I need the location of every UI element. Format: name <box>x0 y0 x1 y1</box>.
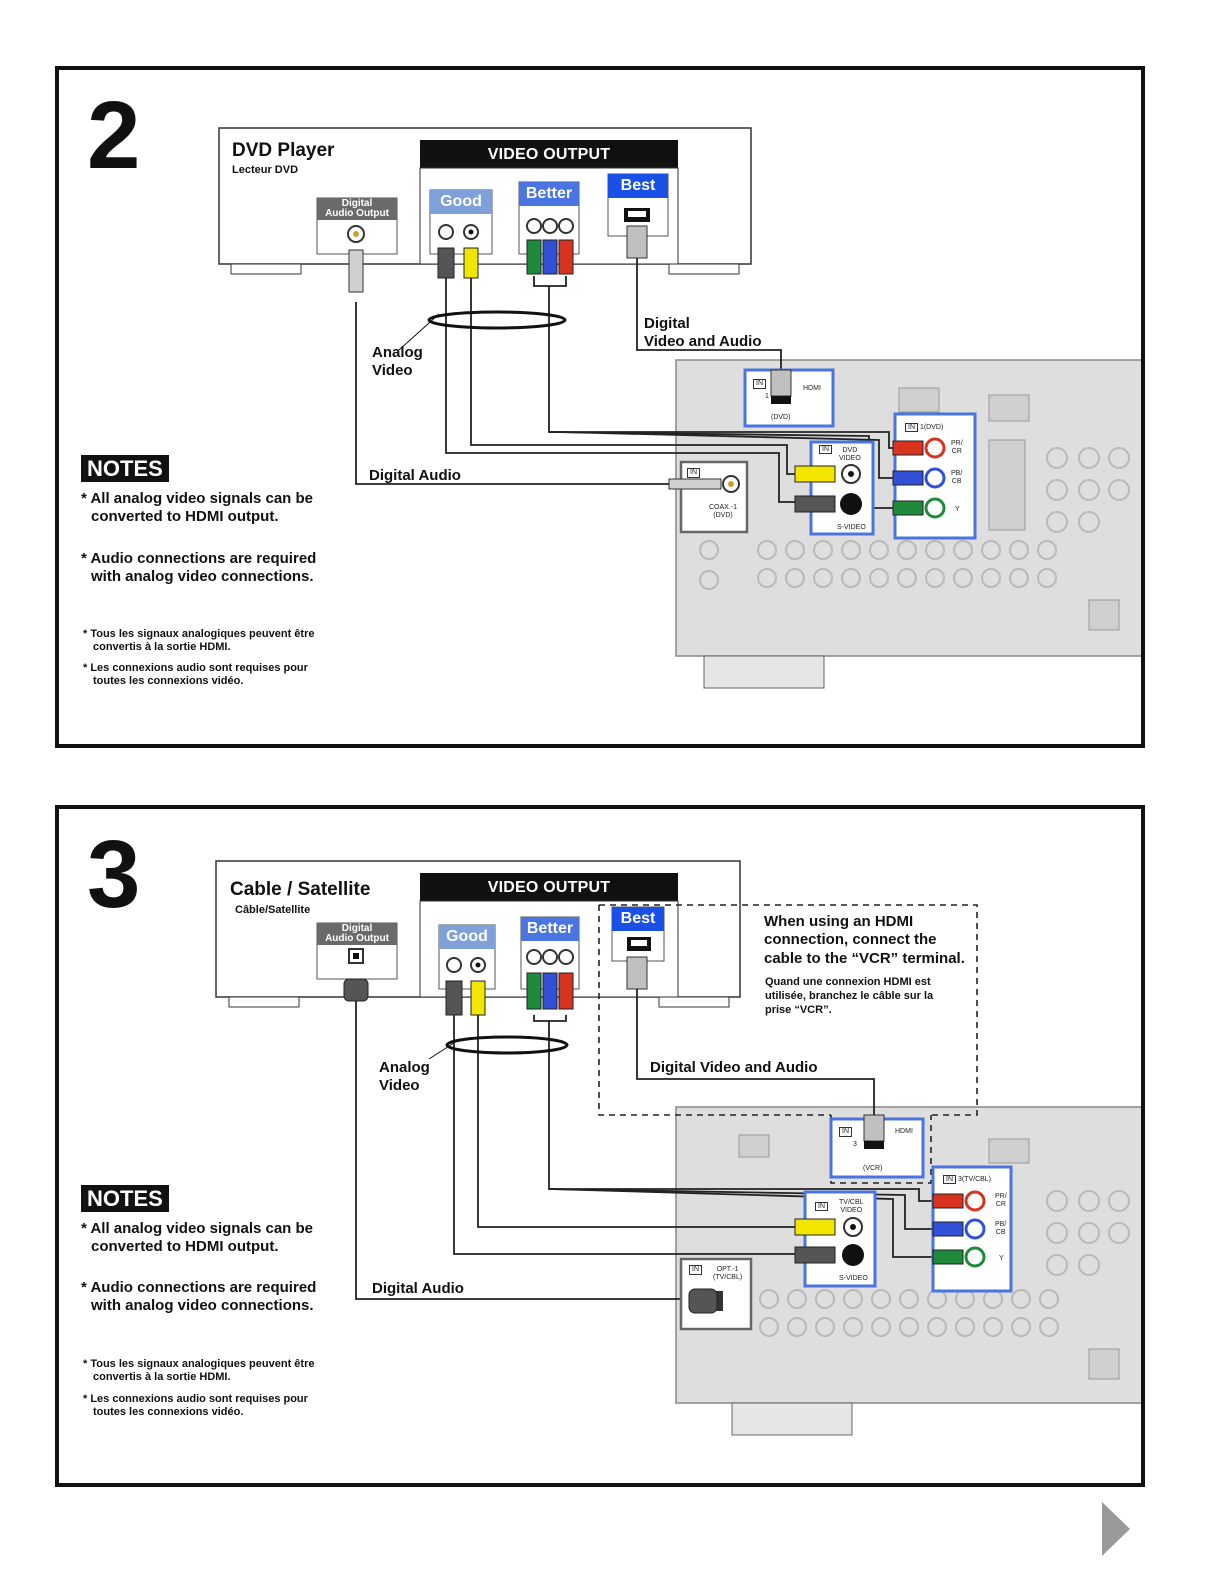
pb-label: PB/CB <box>951 470 963 485</box>
notes-badge: NOTES <box>81 455 169 483</box>
video-in-tag: IN <box>815 1202 828 1211</box>
note-en-1: * All analog video signals can be conver… <box>81 490 314 526</box>
optical-in-tag: IN <box>689 1265 702 1275</box>
note-en-2: * Audio connections are required with an… <box>81 550 317 586</box>
digital-video-audio-label: Digital Video and Audio <box>650 1059 818 1076</box>
notes-badge: NOTES <box>81 1185 169 1213</box>
tier-good-label: Good <box>440 193 482 210</box>
hdmi-hint-english: When using an HDMI connection, connect t… <box>764 913 965 967</box>
svideo-cable <box>445 276 819 503</box>
coax-in-tag: IN <box>687 468 700 478</box>
note-fr-1: * Tous les signaux analogiques peuvent ê… <box>83 1358 315 1384</box>
tier-good-label: Good <box>446 928 488 945</box>
step-2-panel: 2 <box>55 66 1145 748</box>
dvd-connectors <box>347 218 648 293</box>
svideo-label: S-VIDEO <box>839 1275 868 1282</box>
device-subtitle: Lecteur DVD <box>232 164 299 176</box>
hdmi-cable <box>636 258 782 374</box>
hdmi-callout-dashed <box>599 904 978 1116</box>
note-fr-2: * Les connexions audio sont requises pou… <box>83 1393 308 1419</box>
video-output-header: VIDEO OUTPUT <box>487 146 611 163</box>
note-en-2: * Audio connections are required with an… <box>81 1279 317 1315</box>
video-input-highlight <box>809 440 875 536</box>
component-in-label: IN 3(TV/CBL) <box>943 1175 991 1184</box>
component-bundle <box>549 1015 567 1022</box>
analog-video-bundle-ring <box>427 310 567 330</box>
composite-cable <box>477 1015 799 1228</box>
note-fr-1: * Tous les signaux analogiques peuvent ê… <box>83 628 315 654</box>
digital-audio-label: Digital Audio <box>369 467 461 484</box>
dvd-player-body <box>218 127 752 275</box>
step-number: 3 <box>87 821 141 928</box>
next-page-arrow-icon[interactable] <box>1102 1502 1132 1556</box>
device-title: Cable / Satellite <box>230 879 371 900</box>
analog-video-bundle-ring <box>445 1035 569 1055</box>
tier-best-label: Best <box>620 910 656 927</box>
y-label: Y <box>955 506 960 513</box>
digital-audio-cable <box>355 997 689 1300</box>
note-fr-2: * Les connexions audio sont requises pou… <box>83 662 308 688</box>
coax-input-box <box>679 460 749 534</box>
hdmi-source-label: (DVD) <box>771 414 791 421</box>
device-subtitle: Câble/Satellite <box>235 904 311 916</box>
coax-port-label: COAX.-1(DVD) <box>709 504 738 519</box>
step-3-wiring-diagram <box>215 860 1141 1436</box>
pr-label: PR/CR <box>951 440 963 455</box>
hdmi-in-tag: IN <box>753 379 766 389</box>
receiver-terminals <box>679 1114 1013 1331</box>
video-output-header: VIDEO OUTPUT <box>487 879 611 896</box>
step-2-wiring-diagram <box>218 127 1141 689</box>
component-bundle <box>549 276 567 287</box>
hdmi-hint-french: Quand une connexion HDMI est utilisée, b… <box>765 976 934 1016</box>
cable-box-connectors <box>343 948 648 1016</box>
receiver-terminals <box>668 368 977 540</box>
svideo-cable <box>453 1015 799 1255</box>
optical-port-label: OPT.-1(TV/CBL) <box>713 1266 743 1281</box>
pr-label: PR/CR <box>995 1193 1007 1208</box>
tier-better-label: Better <box>526 920 574 937</box>
tier-better-label: Better <box>525 185 573 202</box>
note-en-1: * All analog video signals can be conver… <box>81 1220 314 1256</box>
digital-audio-cable <box>355 302 677 485</box>
hdmi-port-number: 3 <box>853 1141 857 1148</box>
cable-paths <box>355 258 911 509</box>
hdmi-cable <box>636 969 875 1115</box>
component-in-label: IN 1(DVD) <box>905 423 943 432</box>
step-3-panel: 3 <box>55 805 1145 1487</box>
pb-label: PB/CB <box>995 1221 1007 1236</box>
hdmi-in-tag: IN <box>839 1127 852 1137</box>
hdmi-port-number: 1 <box>765 393 769 400</box>
device-title: DVD Player <box>232 140 335 161</box>
cable-paths <box>355 969 937 1300</box>
video-in-tag: IN <box>819 445 832 454</box>
hdmi-port-label: HDMI <box>803 385 821 392</box>
digital-audio-label: Digital Audio <box>372 1280 464 1297</box>
step-number: 2 <box>87 82 141 189</box>
hdmi-source-label: (VCR) <box>863 1165 883 1172</box>
y-label: Y <box>999 1255 1004 1262</box>
svideo-label: S-VIDEO <box>837 524 866 531</box>
tier-best-label: Best <box>620 177 656 194</box>
hdmi-port-label: HDMI <box>895 1128 913 1135</box>
video-input-highlight <box>803 1190 877 1288</box>
